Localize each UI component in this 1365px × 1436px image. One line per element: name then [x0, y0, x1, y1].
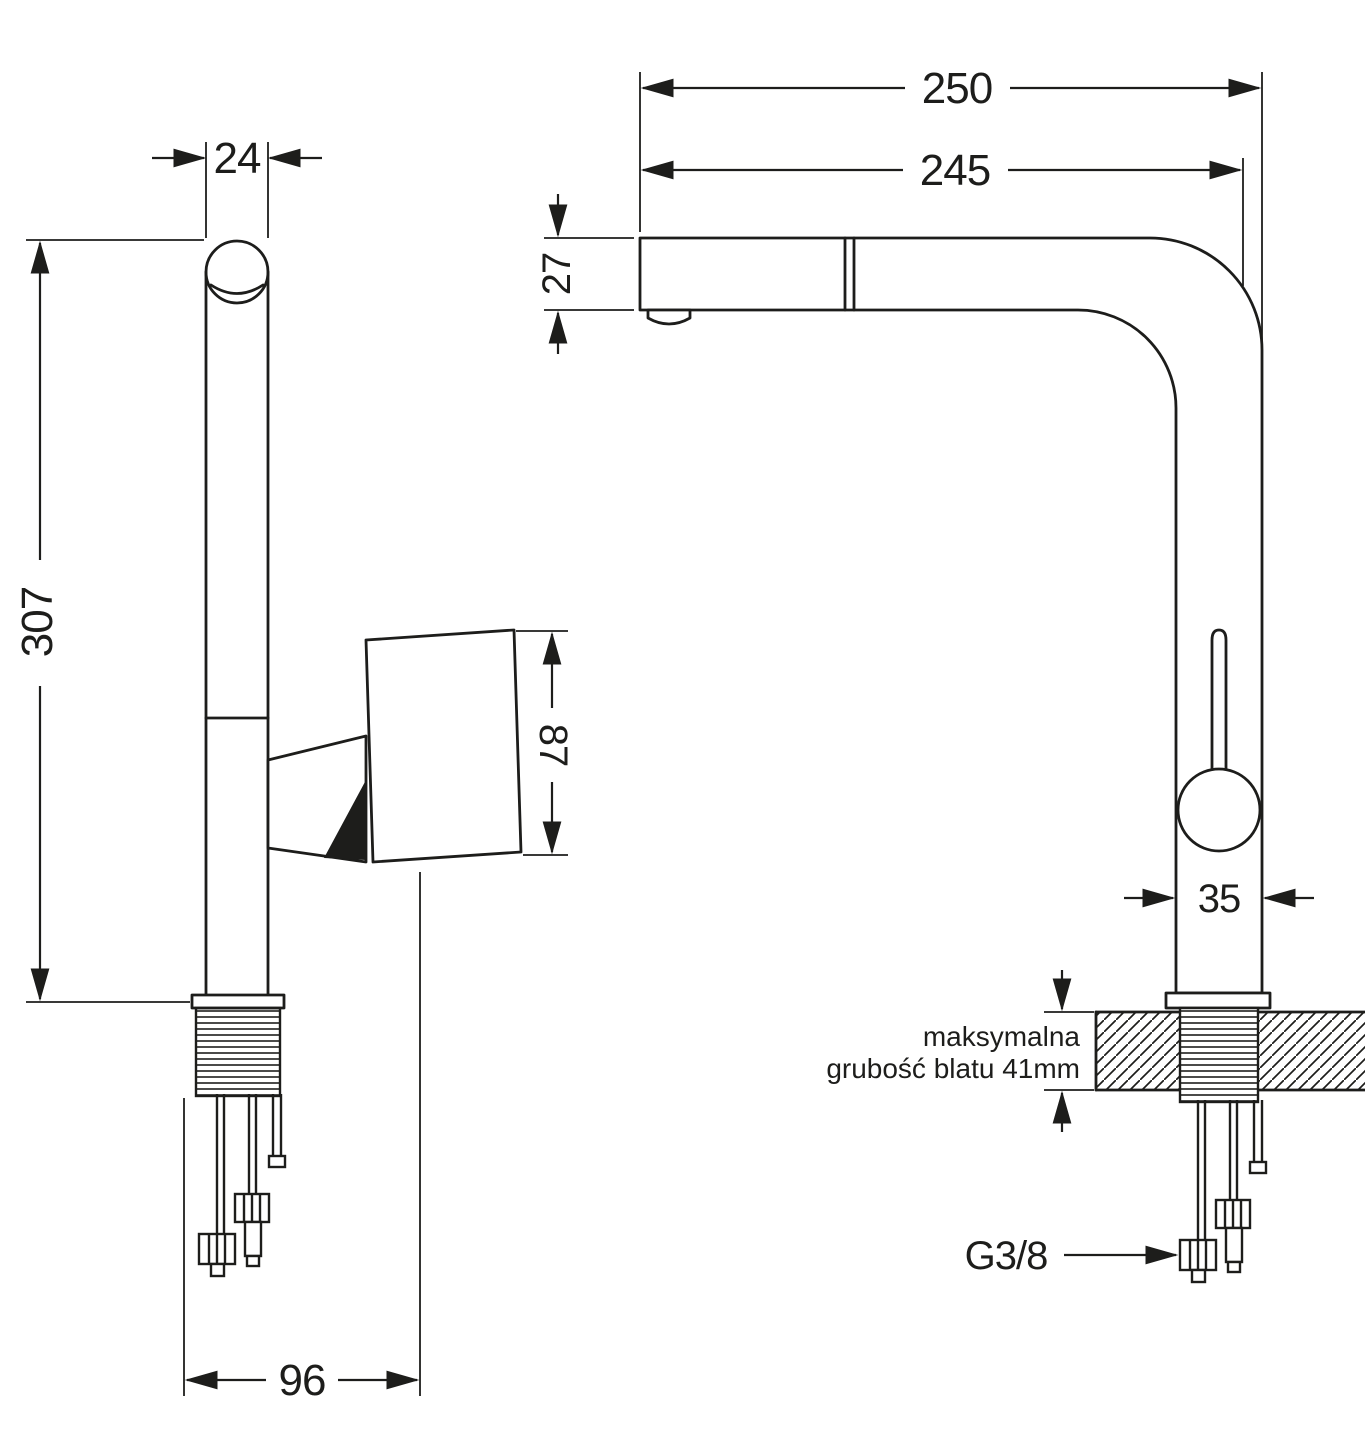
side-handle-wedge	[324, 780, 366, 860]
side-spout-outlet	[209, 283, 265, 295]
dim-base-depth-label: 96	[279, 1356, 326, 1405]
dim-overall-reach: 250	[639, 64, 1263, 348]
side-mounting-kit	[197, 1092, 287, 1278]
side-view: 24 307 87 96	[13, 134, 575, 1405]
dim-body-diameter-label: 35	[1198, 877, 1241, 921]
dim-spout-pipe-width: 24	[152, 134, 322, 238]
dim-base-depth: 96	[183, 872, 421, 1405]
front-handle-stick	[1210, 628, 1228, 772]
front-spout-body	[638, 236, 1264, 995]
dim-spout-reach-label: 245	[920, 146, 990, 195]
dim-total-height: 307	[13, 239, 204, 1003]
side-thread-section	[194, 1006, 282, 1098]
front-mounting-kit	[1178, 1098, 1268, 1284]
dim-spout-end-height-label: 27	[535, 253, 579, 296]
countertop-note-line1: maksymalna	[923, 1021, 1081, 1052]
dim-handle-length-label: 87	[531, 724, 575, 767]
dim-overall-reach-label: 250	[922, 64, 992, 113]
side-faucet-outline	[190, 239, 523, 1278]
front-faucet-outline	[638, 236, 1272, 1010]
front-aerator	[646, 308, 692, 326]
dim-spout-reach: 245	[640, 146, 1244, 286]
connection-thread-label: G3/8	[965, 1234, 1048, 1278]
connection-thread-callout: G3/8	[965, 1234, 1179, 1278]
side-handle-lever	[364, 628, 523, 864]
front-base-flange	[1164, 991, 1272, 1010]
dim-spout-end-height: 27	[535, 194, 634, 354]
side-base-flange	[190, 993, 286, 1010]
countertop	[1094, 1006, 1365, 1104]
front-view: 250 245 27 35 maksyma	[535, 64, 1365, 1284]
front-thread-section	[1178, 1006, 1260, 1104]
front-handle-ball	[1176, 767, 1262, 853]
countertop-note-line2: grubość blatu 41mm	[826, 1053, 1080, 1084]
dim-body-diameter: 35	[1124, 877, 1314, 921]
dim-total-height-label: 307	[13, 587, 62, 657]
dim-spout-pipe-width-label: 24	[214, 134, 261, 183]
dim-handle-length: 87	[516, 630, 575, 856]
countertop-thickness: maksymalna grubość blatu 41mm	[826, 970, 1094, 1132]
